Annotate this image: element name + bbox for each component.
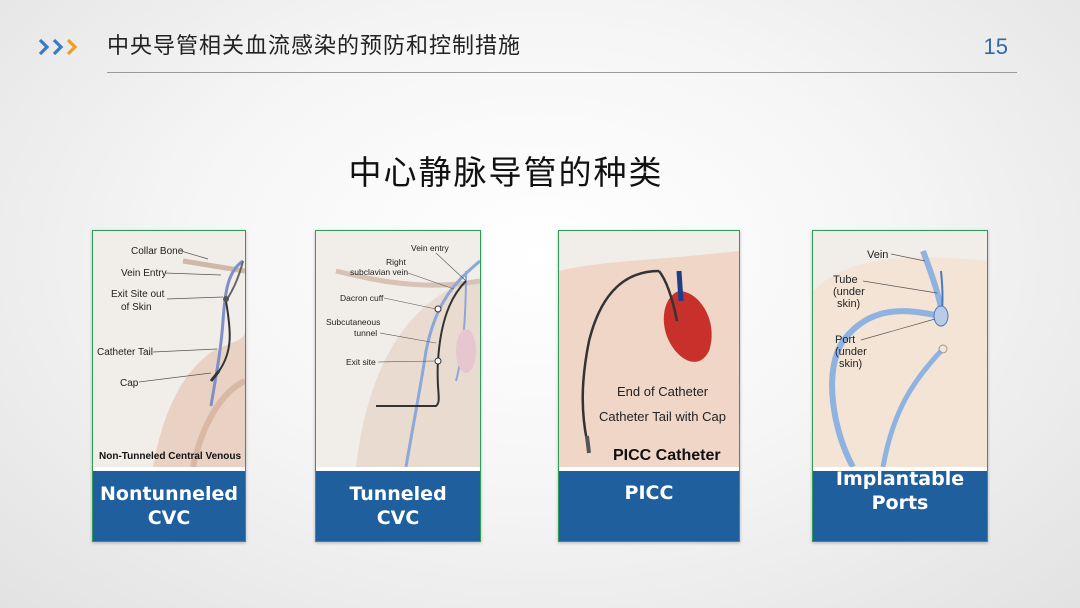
label-vein-entry: Vein Entry — [121, 268, 167, 279]
label-end-of-catheter: End of Catheter — [617, 384, 709, 399]
label-collar-bone: Collar Bone — [131, 246, 184, 257]
label-catheter-tail-with-cap: Catheter Tail with Cap — [599, 409, 726, 424]
implantable-ports-illustration: Vein Tube (under skin) Port (under skin) — [813, 231, 987, 467]
svg-text:skin): skin) — [837, 298, 860, 310]
card-caption: Tunneled CVC — [316, 471, 480, 541]
label-non-tunneled: Non-Tunneled Central Venous — [99, 451, 241, 462]
card-nontunneled-cvc: Collar Bone Vein Entry Exit Site out of … — [92, 230, 246, 542]
chevrons-icon — [38, 38, 78, 56]
svg-text:Port: Port — [835, 334, 855, 346]
svg-text:Subcutaneous: Subcutaneous — [326, 317, 380, 327]
card-picc: End of Catheter Catheter Tail with Cap P… — [558, 230, 740, 542]
svg-text:Tube: Tube — [833, 274, 858, 286]
label-exit-site: Exit Site out — [111, 289, 165, 300]
svg-text:Vein entry: Vein entry — [411, 243, 450, 253]
svg-text:(under: (under — [833, 286, 865, 298]
section-heading: 中心静脉导管的种类 — [348, 153, 664, 192]
tunneled-labels: Vein entry Right subclavian vein Dacron … — [326, 243, 467, 367]
svg-text:Vein: Vein — [867, 249, 888, 261]
svg-text:tunnel: tunnel — [354, 328, 377, 338]
svg-text:Dacron cuff: Dacron cuff — [340, 293, 384, 303]
picc-labels: End of Catheter Catheter Tail with Cap P… — [599, 384, 726, 464]
card-caption: PICC — [559, 471, 739, 541]
picc-illustration: End of Catheter Catheter Tail with Cap P… — [559, 231, 739, 467]
card-caption: Implantable Ports — [813, 468, 987, 541]
svg-text:subclavian vein: subclavian vein — [350, 267, 408, 277]
card-tunneled-cvc: Vein entry Right subclavian vein Dacron … — [315, 230, 481, 542]
svg-text:Exit site: Exit site — [346, 357, 376, 367]
page-number: 15 — [983, 34, 1008, 59]
svg-text:(under: (under — [835, 346, 867, 358]
header-divider — [107, 72, 1017, 73]
label-catheter-tail: Catheter Tail — [97, 347, 153, 358]
card-caption: Nontunneled CVC — [93, 471, 245, 541]
card-implantable-ports: Vein Tube (under skin) Port (under skin)… — [812, 230, 988, 542]
label-picc-catheter: PICC Catheter — [613, 447, 721, 464]
nontunneled-labels: Collar Bone Vein Entry Exit Site out of … — [97, 246, 241, 462]
nontunneled-cvc-illustration: Collar Bone Vein Entry Exit Site out of … — [93, 231, 245, 467]
port-labels: Vein Tube (under skin) Port (under skin) — [833, 249, 938, 370]
tunneled-cvc-illustration: Vein entry Right subclavian vein Dacron … — [316, 231, 480, 467]
slide-title: 中央导管相关血流感染的预防和控制措施 — [107, 34, 522, 59]
svg-text:skin): skin) — [839, 358, 862, 370]
label-of-skin: of Skin — [121, 302, 152, 313]
label-cap: Cap — [120, 378, 139, 389]
svg-text:Right: Right — [386, 257, 406, 267]
